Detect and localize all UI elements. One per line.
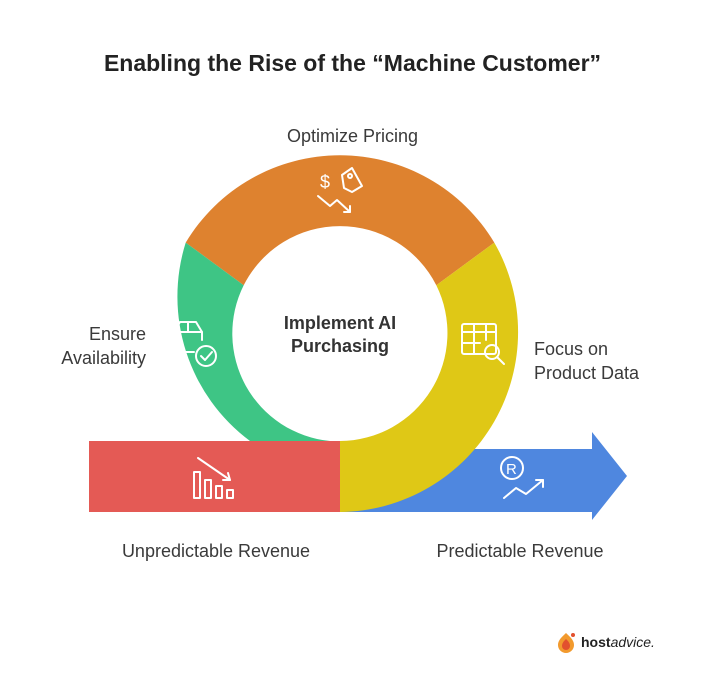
label-focus-product-data: Focus on Product Data [534,337,694,385]
label-ensure-availability: Ensure Availability [20,322,146,370]
label-unpredictable-revenue: Unpredictable Revenue [121,541,311,561]
label-focus-product-data-line1: Focus on [534,339,609,359]
declining-bar-chart-icon [193,457,234,499]
center-label: Implement AI Purchasing [250,312,430,358]
page-title: Enabling the Rise of the “Machine Custom… [103,50,602,76]
label-optimize-pricing: Optimize Pricing [286,126,419,146]
logo-text-rest: advice. [610,634,655,650]
revenue-growth-icon: R [500,456,544,499]
price-tag-icon: $ [317,167,363,213]
box-check-icon [173,321,217,367]
label-focus-product-data-line2: Product Data [534,363,640,383]
logo-text: hostadvice. [581,634,655,650]
svg-text:$: $ [320,172,330,192]
svg-text:R: R [506,461,517,478]
ring-segment-ensure-availability [177,242,330,441]
unpredictable-revenue-band [89,441,340,512]
label-ensure-availability-line2: Availability [61,348,146,368]
center-label-line1: Implement AI [283,313,397,333]
label-ensure-availability-line1: Ensure [88,324,146,344]
logo-mark-icon [558,633,575,653]
label-predictable-revenue: Predictable Revenue [436,541,604,561]
hostadvice-logo: hostadvice. [555,630,655,654]
logo-text-bold: host [581,634,611,650]
center-label-line2: Purchasing [290,336,390,356]
ring-segment-focus-product-data [340,242,519,512]
ring-segment-optimize-pricing [185,155,495,286]
table-search-icon [461,323,505,365]
